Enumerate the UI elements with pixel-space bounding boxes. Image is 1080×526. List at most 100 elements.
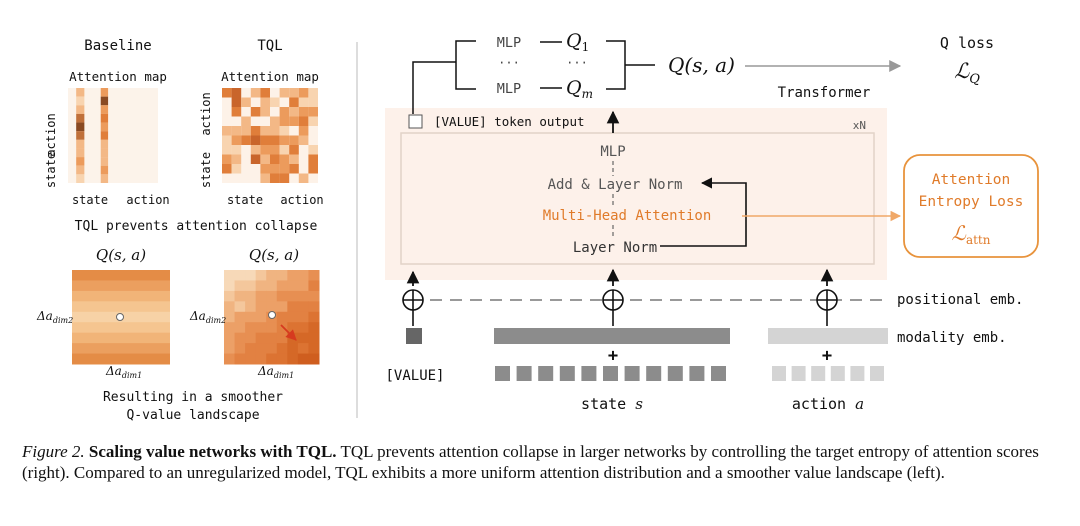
- tql-q-tile: [255, 270, 267, 281]
- baseline-q-band: [72, 280, 170, 292]
- tql-q-tile: [245, 322, 257, 334]
- tql-q-tile: [255, 311, 267, 323]
- baseline-q-band: [72, 332, 170, 344]
- baseline-map-cell: [76, 131, 85, 140]
- value-modality-token: [406, 328, 422, 344]
- tql-q-tile: [308, 290, 320, 302]
- tql-map-cell: [231, 97, 242, 107]
- tql-q-tile: [255, 322, 267, 334]
- tql-map-cell: [241, 116, 251, 126]
- tql-q-tile: [266, 322, 278, 334]
- entropy-loss-box: [903, 154, 1039, 258]
- tql-map-cell: [270, 145, 280, 155]
- heads-left-bracket: [455, 40, 476, 90]
- action-tokens: [772, 366, 884, 381]
- tql-q-tile: [234, 322, 246, 334]
- action-token: [850, 366, 865, 381]
- tql-q-tile: [224, 332, 236, 344]
- tql-q-tile: [224, 353, 236, 365]
- value-token-output-label: [VALUE] token output: [434, 114, 585, 129]
- tql-q-title: Q(s, a): [249, 246, 299, 264]
- tql-map-cell: [222, 145, 232, 155]
- tql-map-cell: [231, 154, 242, 164]
- tql-x-action-label: action: [280, 193, 323, 207]
- tql-q-tile: [287, 280, 299, 292]
- action-label: action a: [792, 395, 864, 413]
- tql-q-tile: [245, 311, 257, 323]
- heads-ellipsis-left: ···: [498, 56, 520, 70]
- tql-q-tile: [234, 280, 246, 292]
- tql-map-cell: [279, 135, 290, 145]
- mlp-head-1-label: MLP: [497, 35, 521, 51]
- baseline-delta-dim2-label: Δadim2: [36, 309, 73, 325]
- baseline-map-cell: [76, 148, 85, 158]
- tql-q-tile: [276, 322, 288, 334]
- tql-q-tile: [245, 301, 257, 313]
- tql-q-tile: [287, 322, 299, 334]
- tql-q-tile: [234, 343, 246, 355]
- state-token: [559, 366, 575, 381]
- tql-map-cell: [222, 154, 232, 164]
- tql-map-cell: [270, 135, 280, 145]
- value-token-output-box: [408, 114, 423, 129]
- tql-map-cell: [250, 107, 261, 117]
- baseline-delta-dim1-label: Δadim1: [105, 364, 142, 380]
- baseline-q-band: [72, 322, 170, 334]
- tql-q-tile: [255, 343, 267, 355]
- tql-q-tile: [308, 280, 320, 292]
- tql-q-tile: [276, 343, 288, 355]
- tql-map-cell: [260, 173, 270, 183]
- baseline-map-cell: [100, 96, 109, 106]
- entropy-loss-line-1: Attention: [932, 172, 1011, 188]
- tql-q-tile: [308, 332, 320, 344]
- tql-q-tile: [245, 280, 257, 292]
- tql-q-tile: [266, 280, 278, 292]
- q-loss-label: Q loss: [940, 34, 994, 52]
- baseline-attention-map-label: Attention map: [69, 69, 167, 84]
- modality-emb-label: modality emb.: [897, 330, 1007, 346]
- baseline-map-cell: [76, 96, 85, 106]
- baseline-map-cell: [76, 157, 85, 166]
- state-token: [603, 366, 618, 381]
- tql-q-tile: [266, 270, 278, 281]
- tql-map-cell: [289, 164, 299, 174]
- tql-q-tile: [224, 290, 236, 302]
- state-modality-bar: [494, 328, 730, 344]
- state-token: [711, 366, 726, 381]
- baseline-y-state-label: state: [44, 152, 58, 188]
- transformer-block: [400, 132, 875, 265]
- tql-map-cell: [298, 126, 309, 136]
- tql-map-cell: [231, 88, 242, 98]
- baseline-map-cell: [100, 139, 109, 149]
- multi-head-attention-label: Multi-Head Attention: [543, 208, 712, 224]
- state-token: [581, 366, 597, 381]
- baseline-attention-map: [68, 88, 158, 183]
- tql-q-tile: [255, 280, 267, 292]
- baseline-map-cell: [76, 88, 85, 97]
- state-label: state s: [581, 395, 643, 413]
- tql-map-cell: [298, 135, 309, 145]
- figure-caption: Figure 2. Scaling value networks with TQ…: [22, 441, 1062, 483]
- tql-q-landscape: [224, 270, 320, 365]
- layer-norm-label: Layer Norm: [573, 240, 657, 256]
- tql-map-cell: [241, 135, 251, 145]
- tql-map-cell: [222, 164, 232, 174]
- tql-map-cell: [260, 97, 270, 107]
- baseline-map-cell: [76, 105, 85, 114]
- tql-map-cell: [289, 154, 299, 164]
- q-loss-symbol: ℒQ: [954, 59, 980, 87]
- state-tokens: [495, 366, 726, 381]
- tql-map-cell: [241, 126, 251, 136]
- tql-map-cell: [308, 145, 318, 155]
- baseline-map-cell: [76, 165, 85, 175]
- tql-map-cell: [289, 107, 299, 117]
- tql-q-tile: [297, 280, 309, 292]
- tql-q-tile: [308, 270, 320, 281]
- caption-title: Scaling value networks with TQL.: [88, 442, 337, 461]
- transformer-label: Transformer: [778, 85, 871, 101]
- tql-q-tile: [266, 332, 278, 344]
- tql-map-cell: [289, 97, 299, 107]
- tql-map-cell: [270, 164, 280, 174]
- tql-map-cell: [231, 145, 242, 155]
- tql-q-tile: [224, 343, 236, 355]
